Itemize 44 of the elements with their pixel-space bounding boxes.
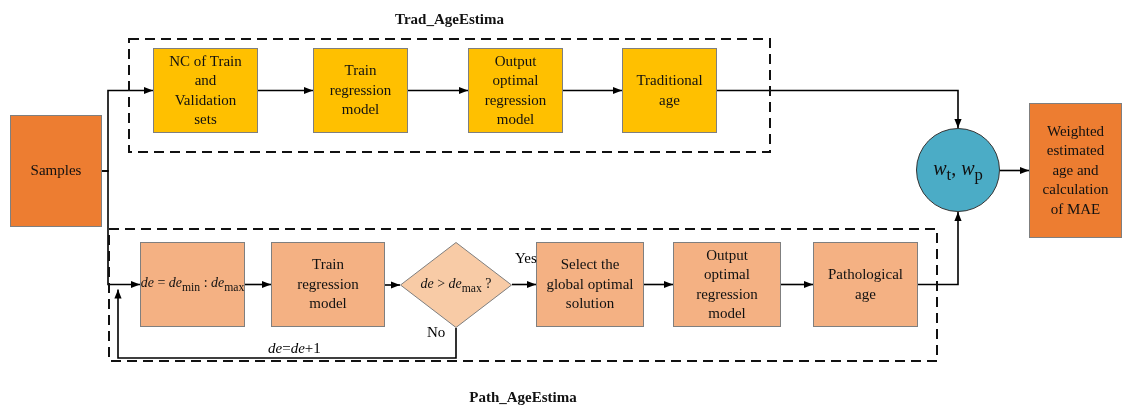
- arrow: [917, 211, 962, 286]
- node-text: de = de$_{min}$ : de$_{max}$: [140, 274, 245, 295]
- group-title: Trad_AgeEstima: [395, 10, 504, 29]
- arrow: [101, 170, 141, 289]
- node-text: Samples: [29, 161, 83, 181]
- process-box: [536, 242, 644, 327]
- process-box: [140, 242, 245, 327]
- node-text: Train regression model: [296, 255, 360, 314]
- arrow: [511, 280, 537, 289]
- arrow: [257, 86, 314, 95]
- node-text: Select the global optimal solution: [545, 255, 635, 314]
- process-box: [313, 48, 408, 133]
- arrow: [384, 281, 401, 289]
- node-text: Output optimal regression model: [695, 245, 759, 323]
- decision-diamond: [400, 242, 512, 328]
- group-title: Path_AgeEstima: [469, 388, 577, 407]
- terminal-box: [10, 115, 102, 227]
- edge-label: de=de+1: [268, 340, 321, 357]
- arrow: [780, 280, 814, 289]
- branch-label: No: [427, 324, 446, 341]
- process-box: [468, 48, 563, 133]
- node-text: Weighted estimated age and calculation of MAE: [1041, 121, 1110, 219]
- process-box: [673, 242, 781, 327]
- arrow: [114, 288, 457, 359]
- process-box: [622, 48, 717, 133]
- arrow: [643, 280, 674, 289]
- process-box: [813, 242, 918, 327]
- process-box: [271, 242, 385, 327]
- arrow: [244, 280, 272, 289]
- node-text: Train regression model: [328, 61, 393, 120]
- node-text: Output optimal regression model: [483, 51, 548, 129]
- arrow: [716, 89, 962, 129]
- edge-label: Yes: [515, 250, 537, 267]
- arrow: [999, 166, 1030, 175]
- arrow: [562, 86, 623, 95]
- process-box: [153, 48, 258, 133]
- node-text: Traditional age: [635, 71, 704, 110]
- node-text: Pathological age: [827, 265, 904, 304]
- terminal-box: [1029, 103, 1122, 238]
- arrow: [407, 86, 469, 95]
- node-text: NC of Train and Validation sets: [168, 51, 243, 129]
- node-text: de > de$_{max}$ ?: [420, 274, 492, 296]
- weight-label: w$_{t}$, w$_{p}$: [932, 155, 984, 186]
- weight-circle: [916, 128, 1000, 212]
